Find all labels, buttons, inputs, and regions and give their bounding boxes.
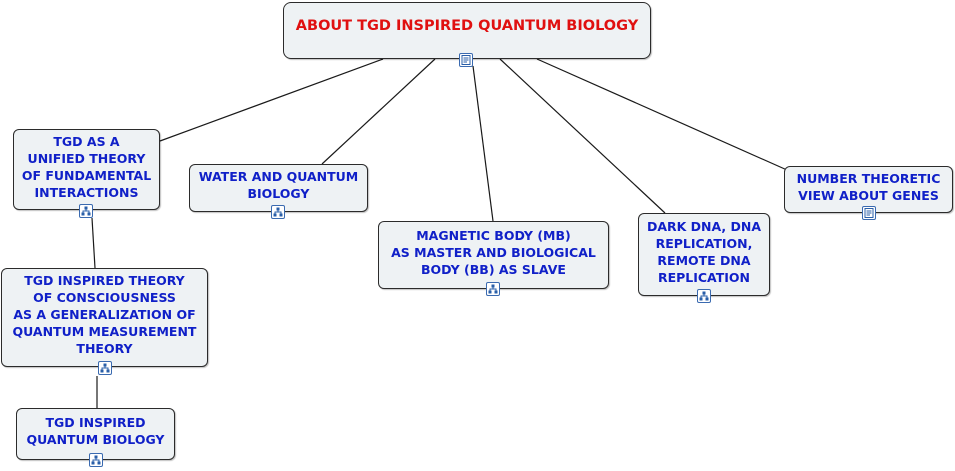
node-unified-theory[interactable]: TGD AS A UNIFIED THEORY OF FUNDAMENTAL I… (13, 129, 160, 210)
node-water[interactable]: WATER AND QUANTUM BIOLOGY (189, 164, 368, 212)
node-consciousness[interactable]: TGD INSPIRED THEORY OF CONSCIOUSNESS AS … (1, 268, 208, 367)
link-root-genes (536, 58, 788, 171)
concept-map-icon[interactable] (271, 205, 285, 219)
link-root-unified (159, 58, 384, 142)
link-unified-consciousness (91, 217, 96, 269)
node-magnetic-body[interactable]: MAGNETIC BODY (MB) AS MASTER AND BIOLOGI… (378, 221, 609, 289)
note-icon[interactable] (459, 53, 473, 67)
link-root-mb (472, 65, 494, 222)
concept-map-icon[interactable] (486, 282, 500, 296)
root-title: ABOUT TGD INSPIRED QUANTUM BIOLOGY (295, 18, 639, 34)
node-magnetic-body-label: MAGNETIC BODY (MB) AS MASTER AND BIOLOGI… (391, 227, 596, 277)
link-root-water (321, 58, 436, 165)
node-quantum-biology[interactable]: TGD INSPIRED QUANTUM BIOLOGY (16, 408, 175, 460)
concept-map-icon[interactable] (89, 453, 103, 467)
link-root-dna (499, 58, 666, 214)
concept-map-icon[interactable] (697, 289, 711, 303)
node-number-theoretic[interactable]: NUMBER THEORETIC VIEW ABOUT GENES (784, 166, 953, 213)
node-water-label: WATER AND QUANTUM BIOLOGY (198, 169, 359, 201)
node-unified-theory-label: TGD AS A UNIFIED THEORY OF FUNDAMENTAL I… (21, 133, 152, 200)
concept-map-icon[interactable] (79, 204, 93, 218)
node-number-theoretic-label: NUMBER THEORETIC VIEW ABOUT GENES (796, 170, 941, 203)
concept-map-icon[interactable] (98, 361, 112, 375)
node-dark-dna[interactable]: DARK DNA, DNA REPLICATION, REMOTE DNA RE… (638, 213, 770, 296)
node-dark-dna-label: DARK DNA, DNA REPLICATION, REMOTE DNA RE… (646, 218, 762, 285)
note-icon[interactable] (862, 206, 876, 220)
node-quantum-biology-label: TGD INSPIRED QUANTUM BIOLOGY (26, 415, 165, 447)
root-node[interactable]: ABOUT TGD INSPIRED QUANTUM BIOLOGY (283, 2, 651, 59)
node-consciousness-label: TGD INSPIRED THEORY OF CONSCIOUSNESS AS … (12, 273, 197, 356)
